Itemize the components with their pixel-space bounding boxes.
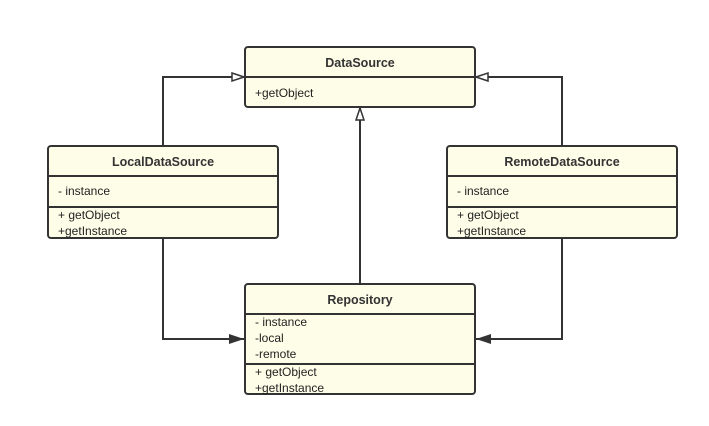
method: +getInstance [58,224,127,238]
method: + getObject [457,208,519,222]
class-box [244,283,476,395]
attribute: - instance [457,184,509,198]
attribute: -local [255,331,284,345]
class-local[interactable]: LocalDataSource - instance + getObject +get… [47,145,279,239]
class-box [47,145,279,239]
class-remote[interactable]: RemoteDataSource - instance + getObject +ge… [446,145,678,239]
method: +getInstance [255,381,324,395]
method: + getObject [58,208,120,222]
class-box [446,145,678,239]
association-arrow-local-to-repository [162,238,244,344]
method: +getInstance [457,224,526,238]
method: + getObject [255,365,317,379]
class-name: RemoteDataSource [504,155,619,169]
generalization-arrow-remote-to-datasource [476,77,563,146]
class-repository[interactable]: Repository - instance -local -remote + getOb… [244,283,476,395]
generalization-arrow-local-to-datasource [162,77,244,146]
class-datasource[interactable]: DataSource +getObject [244,46,476,108]
attribute: -remote [255,347,297,361]
method: +getObject [255,86,314,100]
class-name: Repository [327,293,392,307]
class-name: LocalDataSource [112,155,214,169]
attribute: - instance [255,315,307,329]
association-arrow-remote-to-repository [476,238,563,344]
attribute: - instance [58,184,110,198]
class-name: DataSource [325,56,395,70]
